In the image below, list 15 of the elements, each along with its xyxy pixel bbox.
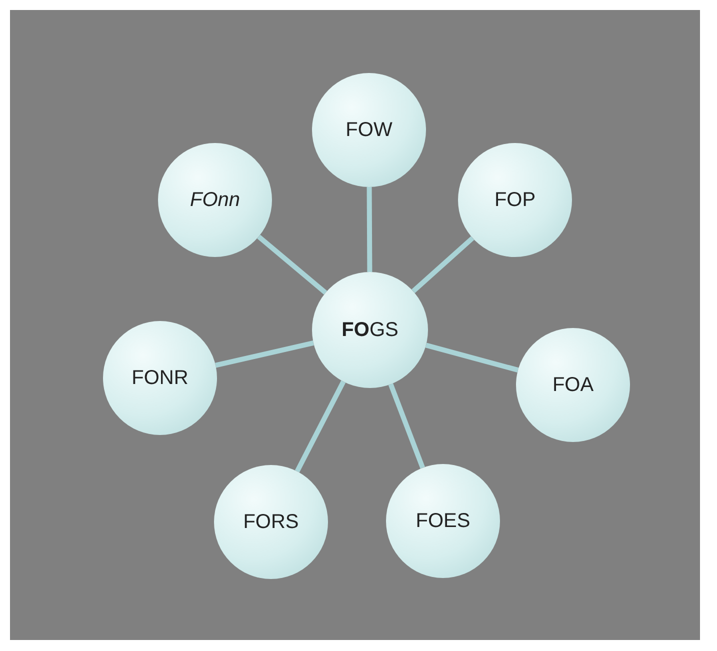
node-label: FOA <box>552 374 594 396</box>
connector-line <box>412 236 474 294</box>
connector-line <box>215 340 314 368</box>
node-label: FOnn <box>190 188 240 212</box>
node-label: FOGS <box>342 318 398 342</box>
node-label: FORS <box>243 510 299 534</box>
connector-line <box>257 234 328 295</box>
connector-line <box>425 342 519 372</box>
node-label: FOP <box>494 188 536 212</box>
connector-line <box>366 187 372 272</box>
connector-line <box>294 380 346 472</box>
node-label: FONR <box>132 366 188 390</box>
node-label: FOW <box>346 118 392 142</box>
node-label: FOES <box>416 510 470 532</box>
connector-line <box>388 383 425 469</box>
